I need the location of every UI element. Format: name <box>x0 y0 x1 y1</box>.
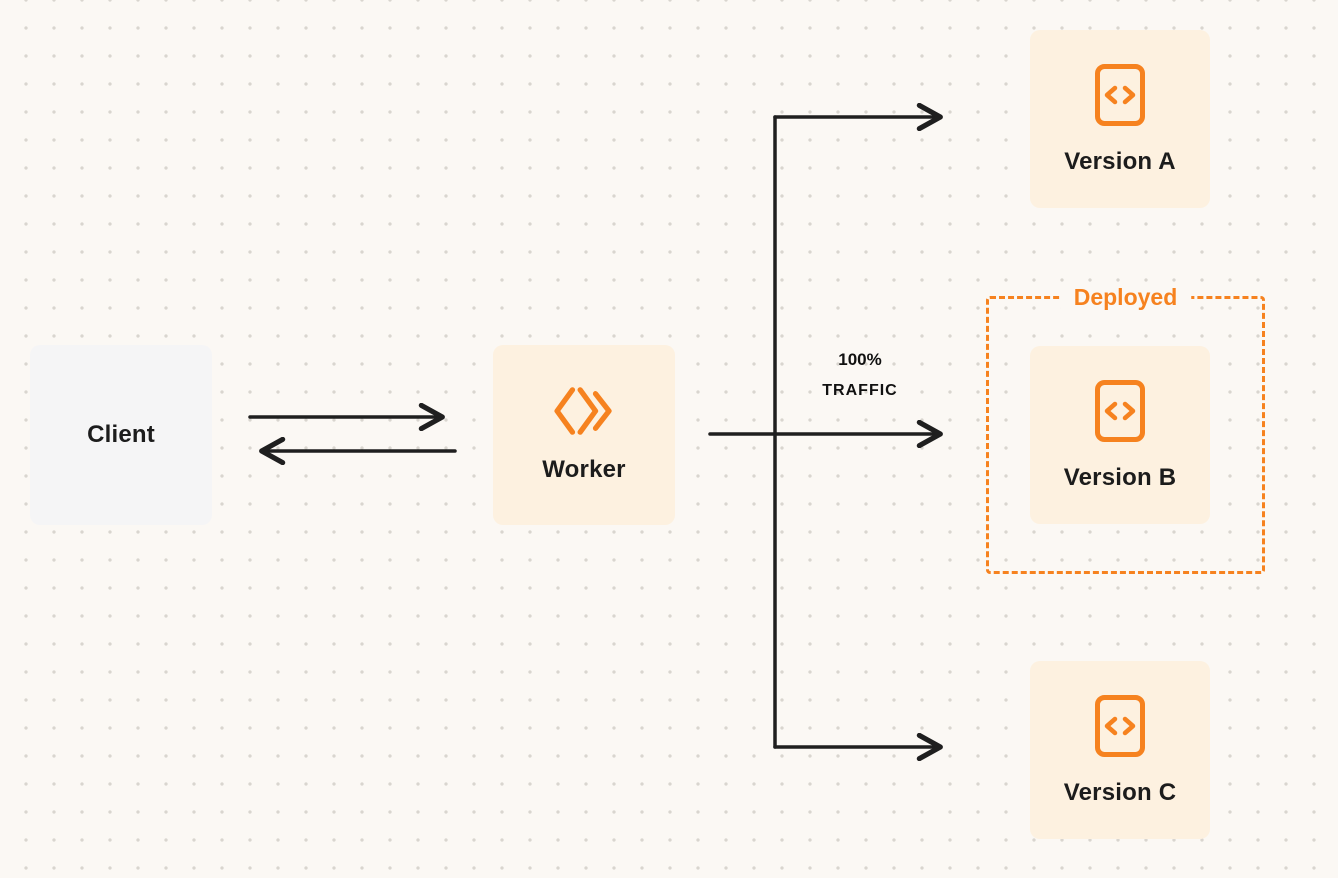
code-file-icon <box>1093 693 1147 759</box>
traffic-percent-text: 100% <box>838 350 882 369</box>
node-version-c-label: Version C <box>1063 779 1177 806</box>
node-version-b-label: Version B <box>1063 464 1177 491</box>
deployed-outline: Deployed <box>986 284 1265 574</box>
node-version-a: Version A <box>1030 30 1210 208</box>
traffic-label: 100% TRAFFIC <box>790 350 930 400</box>
node-version-b: Version B <box>1030 346 1210 524</box>
node-version-c: Version C <box>1030 661 1210 839</box>
node-worker-label: Worker <box>542 456 626 483</box>
node-client-label: Client <box>87 421 155 448</box>
code-file-icon <box>1093 378 1147 444</box>
deployed-label: Deployed <box>1059 284 1192 312</box>
node-client: Client <box>30 345 212 525</box>
node-version-a-label: Version A <box>1064 148 1176 175</box>
code-file-icon <box>1093 62 1147 128</box>
traffic-word-text: TRAFFIC <box>822 382 898 399</box>
node-worker: Worker <box>493 345 675 525</box>
workers-logo-icon <box>551 386 617 436</box>
